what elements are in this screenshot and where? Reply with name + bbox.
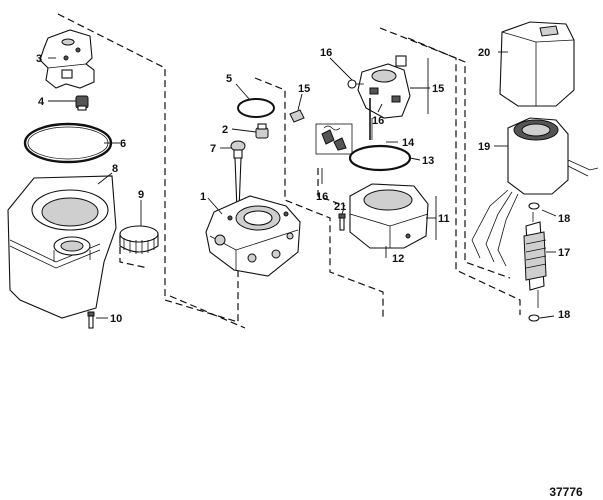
screw-short — [338, 213, 346, 231]
reservoir-cap — [39, 29, 95, 89]
o-ring — [23, 122, 113, 164]
figure-id: 37776 — [549, 485, 583, 499]
callout-16-mid: 16 — [372, 115, 384, 127]
callout-16-low: 16 — [316, 191, 328, 203]
motor-cover — [499, 21, 575, 107]
callout-labels: 3 4 6 8 9 10 5 2 7 1 15 16 16 15 14 13 1… — [36, 47, 570, 325]
callout-9: 9 — [138, 189, 144, 201]
brush-holder — [347, 55, 411, 140]
leader-lines — [48, 51, 557, 319]
callout-1: 1 — [200, 191, 206, 203]
callout-16-top: 16 — [320, 47, 332, 59]
reservoir — [7, 175, 117, 319]
o-ring-small — [237, 98, 275, 118]
callout-18-bottom: 18 — [558, 309, 570, 321]
callout-14: 14 — [402, 137, 415, 149]
check-valve — [255, 123, 269, 139]
callout-8: 8 — [112, 163, 118, 175]
callout-21: 21 — [334, 201, 346, 213]
callout-15: 15 — [432, 83, 444, 95]
armature — [523, 212, 547, 308]
callout-6: 6 — [120, 138, 126, 150]
washer — [528, 202, 540, 322]
callout-11: 11 — [438, 213, 450, 225]
field-frame — [471, 117, 599, 267]
callout-12: 12 — [392, 253, 404, 265]
vent-plug — [75, 95, 89, 111]
callout-10: 10 — [110, 313, 122, 325]
motor-frame — [349, 183, 429, 249]
callout-5: 5 — [226, 73, 232, 85]
fill-cap — [119, 225, 159, 254]
brush — [315, 123, 353, 155]
callout-19: 19 — [478, 141, 490, 153]
assembly-dashed-lines — [57, 13, 521, 329]
seal-ring — [289, 109, 305, 123]
screw — [87, 311, 95, 329]
callout-2: 2 — [222, 124, 228, 136]
callout-18-top: 18 — [558, 213, 570, 225]
o-ring-motor — [348, 144, 412, 172]
callout-7: 7 — [210, 143, 216, 155]
callout-15-clip: 15 — [298, 83, 310, 95]
valve-body — [205, 195, 301, 277]
callout-3: 3 — [36, 53, 42, 65]
callout-13: 13 — [422, 155, 434, 167]
callout-4: 4 — [38, 96, 45, 108]
callout-17: 17 — [558, 247, 570, 259]
callout-20: 20 — [478, 47, 490, 59]
